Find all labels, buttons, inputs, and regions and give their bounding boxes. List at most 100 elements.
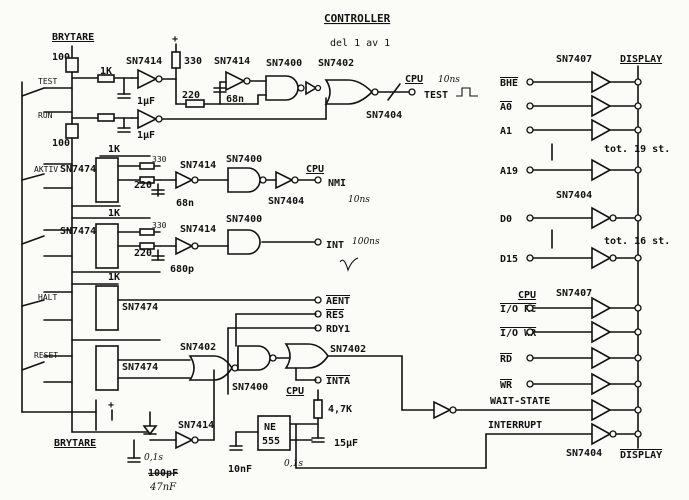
r1k-label-4: 1K: [108, 208, 120, 219]
sn7407-label-2: SN7407: [556, 288, 592, 299]
c100pf-label: 100pF: [148, 468, 178, 479]
sn7400-label-3: SN7400: [226, 214, 262, 225]
data-driver-d0-label: D0: [500, 214, 512, 225]
addr-driver-bhe-buffer: [591, 70, 612, 94]
schmitt-inverter-int: [175, 236, 194, 256]
ctrl-driver-1-pin: [526, 328, 534, 336]
sn7414-label-2: SN7414: [214, 56, 250, 67]
ctrl-driver-2: RD: [500, 346, 642, 370]
ctrl-driver-1-display-pin: [634, 328, 642, 336]
sn7402-label-2: SN7402: [180, 342, 216, 353]
ctrl-driver-1-label: I/O WR: [500, 328, 537, 339]
ctrl-driver-2-buffer: [591, 346, 612, 370]
sn7402-label-3: SN7402: [330, 344, 366, 355]
resistor-100-bottom: [65, 123, 79, 139]
r220-label-3: 220: [134, 248, 152, 259]
c68n-label-1: 68n: [226, 94, 244, 105]
svg-text:330: 330: [152, 155, 167, 164]
ctrl-driver-3: WR: [500, 372, 642, 396]
data-driver-d0: D0: [500, 206, 642, 230]
nand-gate-int: [227, 229, 261, 255]
ne555-time-label: 0,1s: [284, 459, 303, 469]
data-driver-d0-display-pin: [634, 214, 642, 222]
data-driver-d15-display-pin: [634, 254, 642, 262]
ne555-label-2: 555: [262, 436, 280, 447]
inverter-test-small: [305, 80, 318, 96]
r47k-label: 4,7K: [328, 404, 352, 415]
resistor-220-top: [185, 99, 205, 108]
ctrl-driver-0-label: I/O RC: [500, 304, 536, 315]
timing-10ns-2: 10ns: [348, 195, 370, 205]
resistor-4k7: [313, 399, 323, 419]
ne555-timer: [257, 415, 291, 451]
addr-driver-a1-display-pin: [634, 126, 642, 134]
r1k-label-3: 1K: [108, 144, 120, 155]
sn7474-label-3: SN7474: [122, 302, 158, 313]
addr-driver-a0-display-pin: [634, 102, 642, 110]
timing-100ns: 100ns: [352, 237, 380, 247]
schematic-subtitle: del 1 av 1: [330, 38, 390, 49]
switch-run-label: RUN: [38, 111, 53, 120]
data-driver-d0-pin: [526, 214, 534, 222]
addr-driver-a1-pin: [526, 126, 534, 134]
c10nf-label: 10nF: [228, 464, 252, 475]
ctrl-driver-2-label: RD: [500, 354, 512, 365]
sn7414-label-5: SN7414: [178, 420, 214, 431]
flipflop-reset: [95, 345, 119, 391]
r1k-label-1: 1K: [100, 66, 112, 77]
svg-text:330: 330: [152, 221, 167, 230]
ctrl-driver-3-display-pin: [634, 380, 642, 388]
ctrl-driver-0-display-pin: [634, 304, 642, 312]
sn7400-label-1: SN7400: [266, 58, 302, 69]
diode-reset: [142, 425, 158, 436]
cpu-int-pin: [314, 238, 322, 246]
ctrl-driver-1-buffer: [591, 320, 612, 344]
switch-label-bottom: BRYTARE: [54, 438, 96, 449]
addr-count-note: tot. 19 st.: [604, 144, 670, 155]
data-driver-d0-buffer: [591, 206, 612, 230]
addr-driver-a19: A19: [500, 158, 642, 182]
driver-wait-state: [591, 398, 612, 422]
driver-interrupt: [591, 422, 612, 446]
switch-aktiv[interactable]: AKTIV: [21, 163, 73, 189]
sn7474-label-1: SN7474: [60, 164, 96, 175]
cpu-nmi-pin: [314, 176, 322, 184]
switch-aktiv-2[interactable]: [21, 229, 73, 257]
ctrl-driver-0: I/O RC: [500, 296, 642, 320]
ctrl-driver-3-buffer: [591, 372, 612, 396]
switch-halt-run[interactable]: HALT: [21, 291, 73, 321]
addr-driver-a1: A1: [500, 118, 642, 142]
sn7400-label-4: SN7400: [232, 382, 268, 393]
data-count-note: tot. 16 st.: [604, 236, 670, 247]
data-driver-d15: D15: [500, 246, 642, 270]
data-driver-d15-buffer: [591, 246, 612, 270]
schmitt-inverter-2: [137, 108, 158, 130]
cpu-test-signal: TEST: [424, 90, 448, 101]
addr-driver-a19-buffer: [591, 158, 612, 182]
ctrl-driver-0-pin: [526, 304, 534, 312]
switch-reset[interactable]: RESET: [21, 351, 73, 383]
r100-bottom-value: 100: [52, 138, 70, 149]
switch-halt-label: HALT: [38, 293, 57, 302]
display-label-top: DISPLAY: [620, 54, 662, 65]
schmitt-inverter-3: [225, 70, 246, 92]
addr-driver-bhe-pin: [526, 78, 534, 86]
cpu-res-signal: RES: [326, 310, 344, 321]
sn7400-label-2: SN7400: [226, 154, 262, 165]
sn7414-label-4: SN7414: [180, 224, 216, 235]
c47nf-label: 47nF: [149, 482, 177, 493]
timing-10ns-1: 10ns: [438, 75, 460, 85]
resistor-100-top: [65, 57, 79, 73]
data-driver-d15-label: D15: [500, 254, 518, 265]
cpu-inta-signal: INTA: [326, 376, 350, 387]
reset-time-label: 0,1s: [144, 453, 163, 463]
sn7407-label-1: SN7407: [556, 54, 592, 65]
addr-driver-a1-label: A1: [500, 126, 512, 137]
nor-gate-wait: [284, 343, 329, 369]
addr-driver-bhe-label: BHE: [500, 78, 518, 89]
switch-test-run[interactable]: TEST RUN: [21, 77, 73, 120]
test-pulse-sketch: [456, 87, 478, 97]
cpu-label-ctrl: CPU: [518, 290, 536, 301]
r220-label-1: 220: [182, 90, 200, 101]
cpu-label-nmi: CPU: [306, 164, 324, 175]
